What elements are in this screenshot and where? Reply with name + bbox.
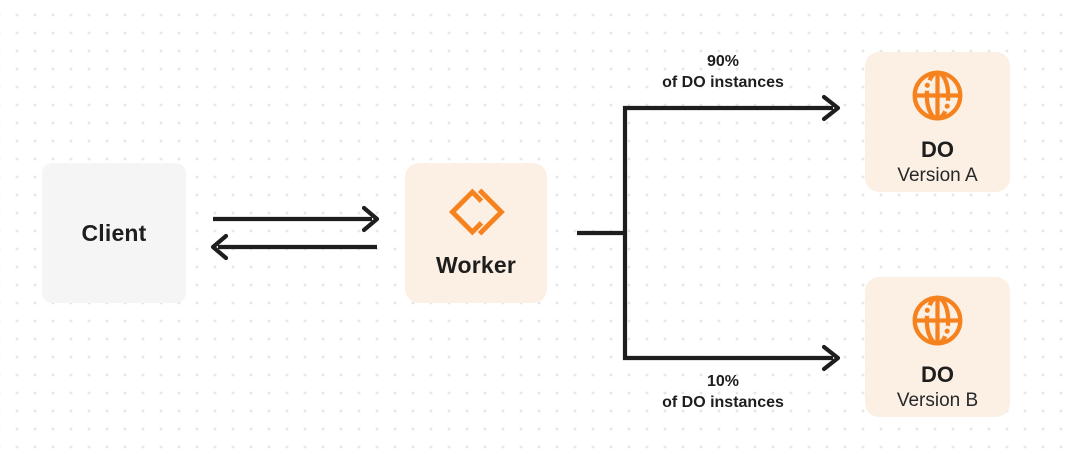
do-b-title: DO [921,362,954,387]
do-a-title: DO [921,137,954,162]
do-a-subtitle: Version A [897,165,978,186]
arrow-client-to-worker [213,205,380,233]
edge-label-10-percent: 10% of DO instances [618,371,828,413]
arrow-worker-to-do-a [622,94,841,233]
do-version-a-node: DO Version A [865,52,1010,192]
do-version-b-node: DO Version B [865,277,1010,417]
globe-icon [909,292,966,349]
worker-label: Worker [435,252,517,278]
edge-caption-top: of DO instances [662,74,784,91]
client-node: Client [42,163,186,303]
arrow-worker-to-client [210,233,377,261]
edge-label-90-percent: 90% of DO instances [618,51,828,93]
edge-caption-bottom: of DO instances [662,394,784,411]
workers-icon [447,184,505,240]
globe-icon [909,67,966,124]
edge-percent-bottom: 10% [706,373,740,390]
client-label: Client [81,219,147,246]
worker-node: Worker [405,163,547,303]
edge-percent-top: 90% [706,53,740,70]
arrow-worker-to-do-b [622,233,841,372]
do-b-subtitle: Version B [896,390,979,411]
